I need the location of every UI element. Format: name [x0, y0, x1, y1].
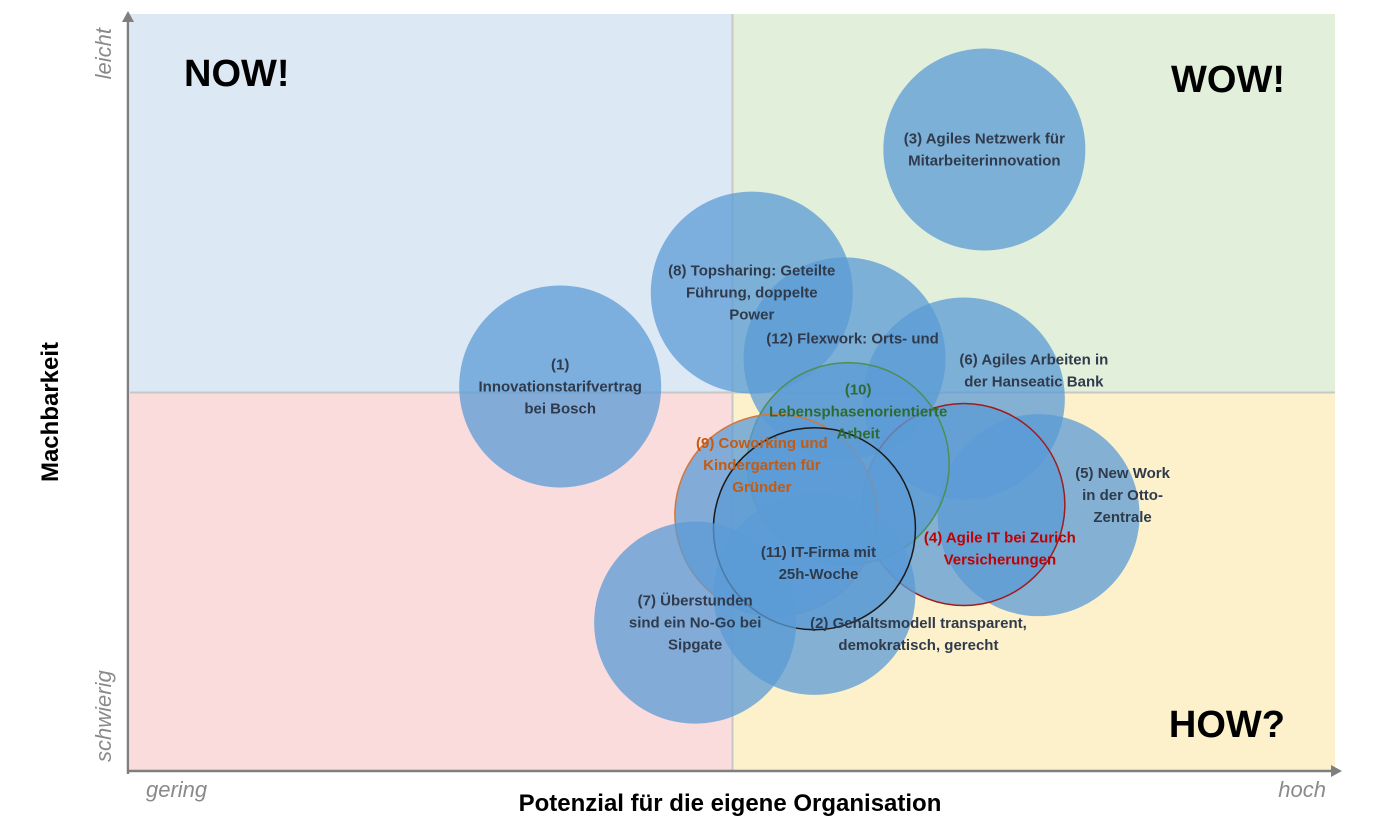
quadrant-label-now: NOW! [184, 53, 290, 95]
bubble-label-line: (4) Agile IT bei Zurich [924, 530, 1076, 547]
bubble-label-line: 25h-Woche [779, 566, 859, 583]
bubble-label-line: Sipgate [668, 637, 722, 654]
bubble-label-line: sind ein No-Go bei [629, 615, 762, 632]
bubble-label-5: (5) New Work in der Otto- Zentrale [1075, 465, 1170, 526]
bubble-label-line: Power [729, 307, 774, 324]
bubble-label-line: Versicherungen [944, 552, 1057, 569]
bubble-label-line: Führung, doppelte [686, 285, 818, 302]
bubble-label-line: demokratisch, gerecht [838, 637, 998, 654]
axes [122, 11, 1342, 777]
bubble-label-line: Lebensphasenorientierte [769, 404, 947, 421]
bubble-label-line: (10) [845, 382, 872, 399]
x-axis-high-label: hoch [1278, 777, 1326, 802]
bubble-7 [594, 521, 797, 724]
bubble-label-line: (8) Topsharing: Geteilte [668, 263, 835, 280]
bubble-label-1: (1) Innovationstarifvertrag bei Bosch [478, 356, 641, 417]
bubble-label-line: (11) IT-Firma mit [761, 544, 876, 561]
quadrant-label-wow: WOW! [1171, 59, 1285, 101]
quadrant-label-how: HOW? [1169, 704, 1285, 746]
x-axis-low-label: gering [146, 777, 208, 802]
bubble-label-line: Arbeit [837, 426, 880, 443]
bubble-label-2: (2) Gehaltsmodell transparent, demokratis… [810, 615, 1027, 654]
x-axis-arrow-icon [1331, 765, 1342, 777]
bubble-label-12: (12) Flexwork: Orts- und [766, 330, 939, 347]
y-axis-title: Machbarkeit [37, 342, 64, 482]
bubble-labels: (1) Innovationstarifvertrag bei Bosch (3) A… [478, 131, 1170, 654]
bubble-label-line: (7) Überstunden [638, 593, 753, 610]
bubble-label-line: Innovationstarifvertrag [478, 378, 641, 395]
x-axis-title: Potenzial für die eigene Organisation [519, 790, 942, 817]
bubble-label-line: Zentrale [1093, 509, 1151, 526]
bubble-label-line: bei Bosch [524, 400, 596, 417]
y-axis-arrow-icon [122, 11, 134, 22]
bubble-label-6: (6) Agiles Arbeiten in der Hanseatic Bank [959, 352, 1108, 391]
bubble-label-line: (9) Coworking und [696, 435, 828, 452]
bubble-label-line: (3) Agiles Netzwerk für [904, 131, 1065, 148]
bubble-3 [883, 48, 1086, 251]
bubble-label-line: Mitarbeiterinnovation [908, 153, 1061, 170]
bubble-label-line: Gründer [732, 479, 791, 496]
bubble-label-line: (2) Gehaltsmodell transparent, [810, 615, 1027, 632]
bubble-1 [459, 285, 662, 488]
bubble-label-line: der Hanseatic Bank [964, 374, 1104, 391]
bubble-label-line: (1) [551, 356, 569, 373]
bubble-label-line: (5) New Work [1075, 465, 1170, 482]
bubble-label-line: Kindergarten für [703, 457, 821, 474]
y-axis-low-label: schwierig [91, 670, 116, 762]
bubble-label-11: (11) IT-Firma mit 25h-Woche [761, 544, 876, 583]
bubble-label-line: (12) Flexwork: Orts- und [766, 330, 939, 347]
y-axis-high-label: leicht [91, 27, 116, 79]
bubble-label-line: in der Otto- [1082, 487, 1163, 504]
bubble-label-line: (6) Agiles Arbeiten in [959, 352, 1108, 369]
bubbles [459, 48, 1140, 724]
